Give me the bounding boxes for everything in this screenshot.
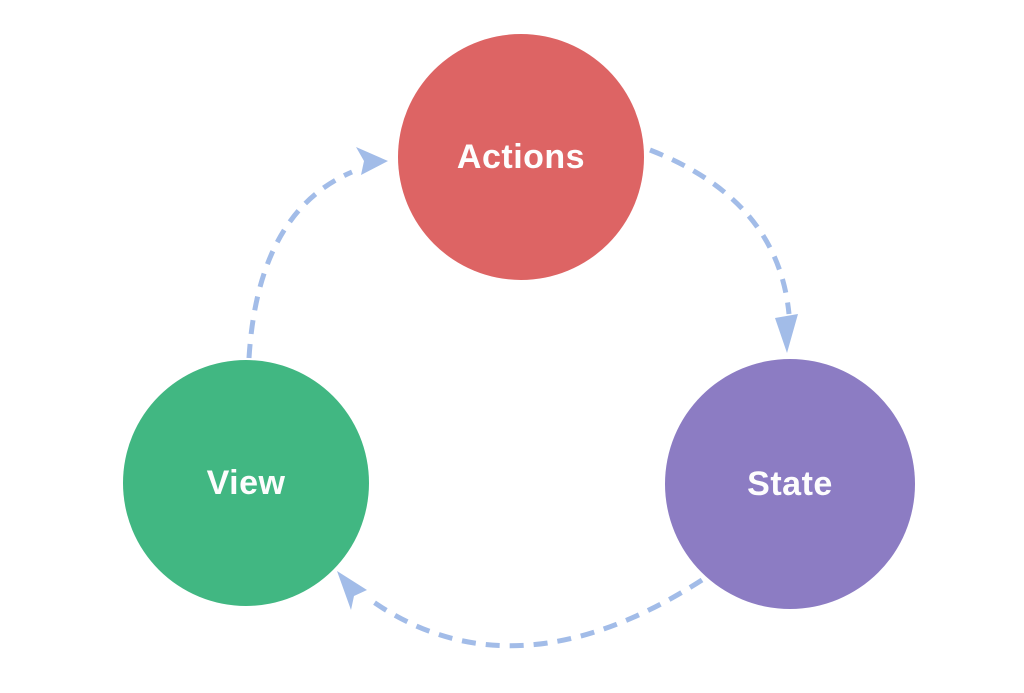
node-actions <box>398 34 644 280</box>
node-state-label: State <box>747 465 833 503</box>
edge-state-to-view <box>370 577 704 649</box>
edge-actions-to-state <box>649 147 792 315</box>
node-state <box>665 359 915 609</box>
node-actions-label: Actions <box>457 138 585 176</box>
arrowhead-into-state-icon <box>775 314 798 353</box>
node-view <box>123 360 369 606</box>
edge-view-to-actions <box>246 169 353 359</box>
arrowhead-into-view-icon <box>337 571 367 610</box>
node-view-label: View <box>207 464 286 502</box>
arrowhead-into-actions-icon <box>356 147 388 175</box>
